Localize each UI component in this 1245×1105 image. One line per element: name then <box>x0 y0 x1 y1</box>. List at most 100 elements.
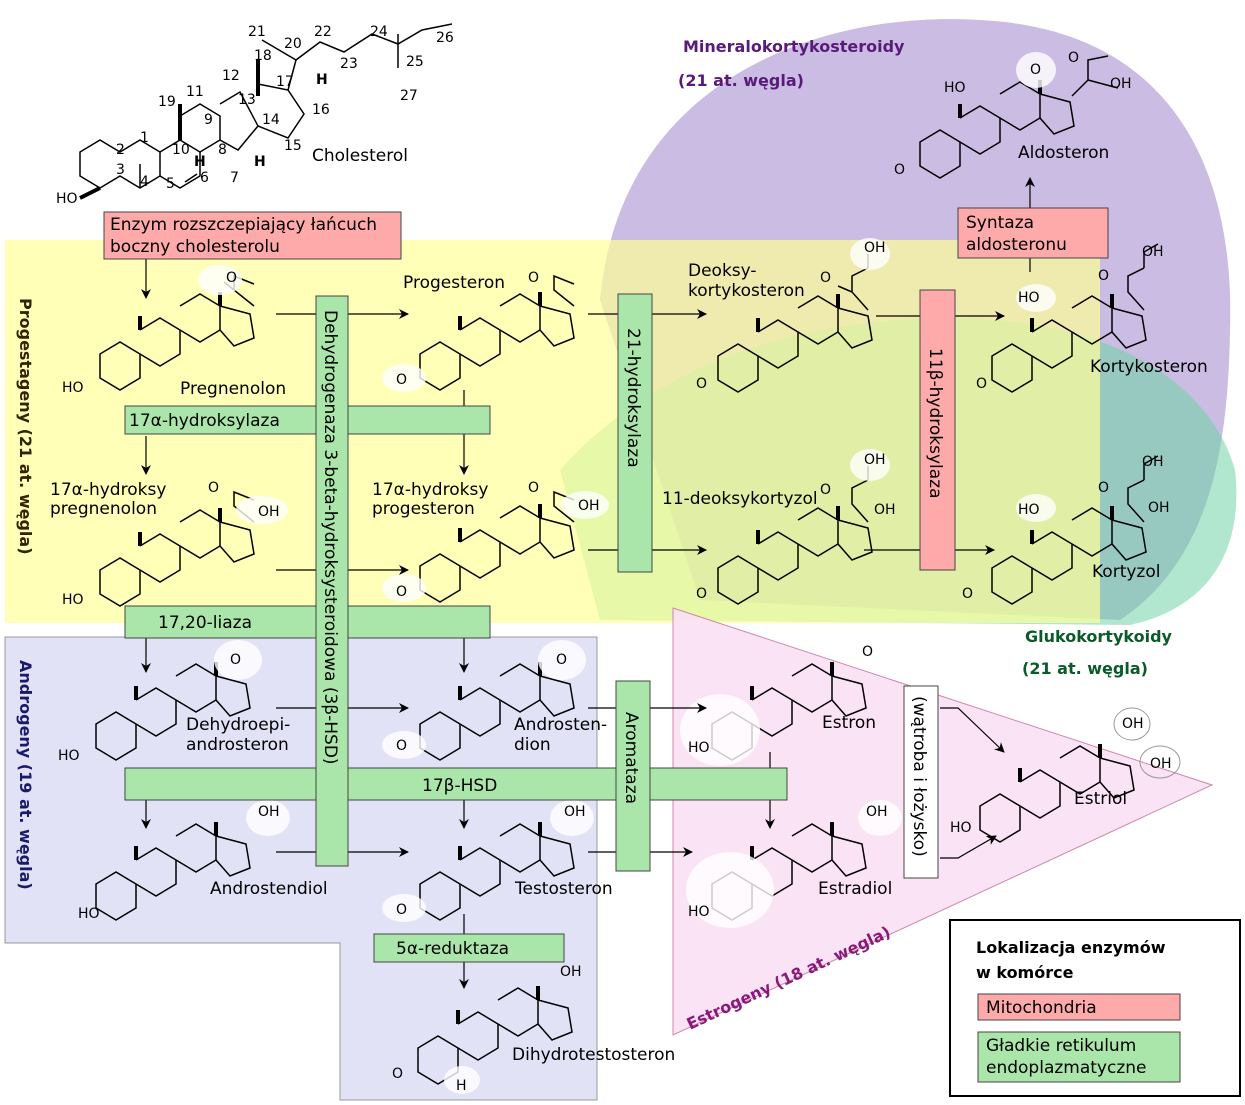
mineralocorticoid-title: Mineralokortykosteroidy <box>683 37 905 56</box>
deoxycortisol-o20: O <box>820 482 831 498</box>
c-num-10: 10 <box>172 142 190 158</box>
progesterone-label: Progesteron <box>403 273 505 293</box>
androgen-title: Androgeny (19 at. węgla) <box>16 660 35 890</box>
oh-progesterone-label-2: progesteron <box>372 499 475 519</box>
oh-pregnenolone-label-1: 17α-hydroksy <box>50 480 166 500</box>
cortisol-o3: O <box>962 586 973 602</box>
enzyme-aldo-box: Syntaza aldosteronu <box>957 207 1109 259</box>
cholesterol-structure <box>79 23 453 200</box>
dhea-label-1: Dehydroepi- <box>186 715 290 735</box>
cortico-o20: O <box>1098 268 1109 284</box>
estriol-structure <box>978 707 1181 844</box>
c-num-26: 26 <box>436 30 454 46</box>
aldo-ho11: HO <box>944 80 966 96</box>
deoxycortisol-oh17: OH <box>874 502 896 518</box>
oh-progesterone-label-1: 17α-hydroksy <box>372 480 488 500</box>
enzyme-aromatase-box: Aromataza <box>615 680 651 872</box>
ohprog-oh: OH <box>578 498 600 514</box>
estriol-oh16: OH <box>1122 716 1144 732</box>
cholesterol-h9: H <box>194 154 206 170</box>
legend: Lokalizacja enzymów w komórce Mitochondr… <box>949 919 1241 1097</box>
enzyme-aromatase-label: Aromataza <box>621 712 641 804</box>
legend-mito-swatch <box>977 993 1181 1021</box>
estriol-oh17: OH <box>1150 756 1172 772</box>
enzyme-scc-label-1: Enzym rozszczepiający łańcuch <box>110 215 377 235</box>
enzyme-17bhsd-box: 17β-HSD <box>124 767 788 801</box>
dht-label: Dihydrotestosteron <box>512 1045 675 1065</box>
testo-o3: O <box>396 902 407 918</box>
pregnenolone-label: Pregnenolon <box>180 379 286 399</box>
legend-title-2: w komórce <box>976 963 1074 982</box>
deoxycortisol-o3: O <box>696 586 707 602</box>
dhea-ho: HO <box>58 748 80 764</box>
doc-o3: O <box>696 376 707 392</box>
c-num-13: 13 <box>238 92 256 108</box>
enzyme-21h-box: 21-hydroksylaza <box>617 293 653 573</box>
cholesterol-ho: HO <box>56 191 78 207</box>
progestagen-title: Progestageny (21 at. węgla) <box>16 298 35 555</box>
c-num-18: 18 <box>254 48 272 64</box>
c-num-21: 21 <box>248 24 266 40</box>
adione-o17: O <box>556 652 567 668</box>
pregnenolone-structure <box>98 265 256 392</box>
aldosterone-structure <box>918 52 1119 180</box>
c-num-20: 20 <box>284 36 302 52</box>
cortico-ho11: HO <box>1018 290 1040 306</box>
testo-oh: OH <box>564 804 586 820</box>
c-num-16: 16 <box>312 102 330 118</box>
doc-o20: O <box>820 270 831 286</box>
androstenedione-structure <box>382 640 586 762</box>
estradiol-ho: HO <box>688 904 710 920</box>
enzyme-scc-box: Enzym rozszczepiający łańcuch boczny cho… <box>103 211 402 260</box>
enzyme-aldo-label-1: Syntaza <box>966 213 1034 233</box>
enzyme-17a-box: 17α-hydroksylaza <box>124 405 491 435</box>
androstenediol-label: Androstendiol <box>210 879 328 899</box>
androstenedione-label-1: Androsten- <box>514 715 607 735</box>
liver-placenta-label: (wątroba i łożysko) <box>909 696 929 857</box>
corticosterone-structure <box>990 243 1159 394</box>
androstenedione-label-2: dion <box>514 735 551 755</box>
aldo-o3: O <box>894 162 905 178</box>
dht-o3: O <box>392 1066 403 1082</box>
estradiol-label: Estradiol <box>818 879 892 899</box>
c-num-4: 4 <box>140 174 149 190</box>
legend-mito-label: Mitochondria <box>986 998 1097 1018</box>
cortisol-o20: O <box>1098 480 1109 496</box>
liver-placenta-box: (wątroba i łożysko) <box>903 685 939 879</box>
ohprog-o3: O <box>396 584 407 600</box>
aldo-o20: O <box>1068 50 1079 66</box>
doc-oh: OH <box>864 240 886 256</box>
cholesterol-label: Cholesterol <box>312 146 408 166</box>
glucocorticoid-title: Glukokortykoidy <box>1025 627 1173 646</box>
c-num-14: 14 <box>262 112 280 128</box>
cholesterol-atom-numbers: 1 2 3 4 5 6 7 8 9 10 11 12 13 14 15 16 1… <box>116 24 454 192</box>
enzyme-aldo-label-2: aldosteronu <box>966 235 1067 255</box>
cortisol-label: Kortyzol <box>1092 562 1160 582</box>
c-num-25: 25 <box>406 54 424 70</box>
cortico-o3: O <box>976 376 987 392</box>
legend-title-1: Lokalizacja enzymów <box>976 938 1166 957</box>
dht-h5: H <box>456 1078 467 1094</box>
andiol-oh: OH <box>258 804 280 820</box>
preg-ho: HO <box>62 380 84 396</box>
aldosterone-label: Aldosteron <box>1018 143 1109 163</box>
ohpreg-o: O <box>208 480 219 496</box>
c-num-8: 8 <box>218 142 227 158</box>
cortisol-structure <box>990 455 1159 606</box>
enzyme-3bhsd-label: Dehydrogenaza 3-beta-hydroksysteroidowa … <box>320 310 340 765</box>
c-num-5: 5 <box>166 176 175 192</box>
enzyme-liaza-box: 17,20-liaza <box>124 605 491 639</box>
estradiol-oh: OH <box>866 804 888 820</box>
oh-pregnenolone-structure <box>98 490 288 608</box>
cortico-oh21: OH <box>1142 244 1164 260</box>
prog-o3: O <box>396 372 407 388</box>
c-num-1: 1 <box>140 130 149 146</box>
ohpreg-oh: OH <box>258 504 280 520</box>
deoxycorticosterone-structure <box>716 238 890 394</box>
enzyme-5ar-box: 5α-reduktaza <box>373 933 565 963</box>
enzyme-5ar-label: 5α-reduktaza <box>396 939 509 959</box>
estriol-ho: HO <box>950 820 972 836</box>
cholesterol-h17: H <box>316 72 328 88</box>
c-num-23: 23 <box>340 56 358 72</box>
